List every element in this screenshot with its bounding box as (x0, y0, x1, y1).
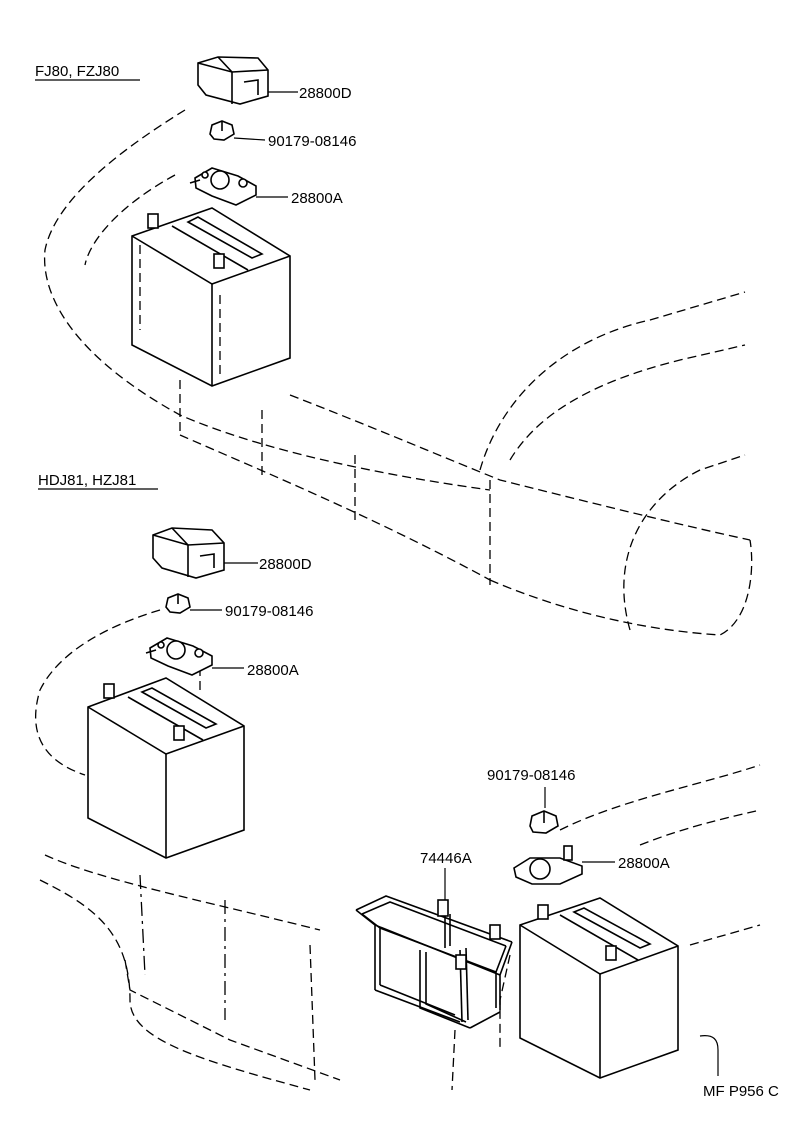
part-label-carrier-sub: 74446A (420, 850, 472, 867)
hex-nut-icon (529, 810, 559, 834)
part-label-terminal-mid: 28800A (247, 662, 299, 679)
battery-icon-sub (519, 897, 679, 1079)
battery-terminal-icon (145, 637, 213, 676)
battery-terminal-icon (513, 845, 583, 885)
part-label-terminal-sub: 28800A (618, 855, 670, 872)
section-title-hdj81: HDJ81, HZJ81 (38, 472, 136, 489)
part-label-nut-top: 90179-08146 (268, 133, 356, 150)
section-title-fj80: FJ80, FZJ80 (35, 63, 119, 80)
figure-code: MF P956 C (703, 1083, 779, 1100)
battery-carrier-icon (355, 895, 513, 1029)
part-label-nut-mid: 90179-08146 (225, 603, 313, 620)
terminal-cover-icon (152, 527, 225, 579)
terminal-cover-icon (197, 56, 269, 105)
hex-nut-icon (165, 593, 191, 614)
vehicle-body-outline-top (43, 109, 753, 636)
hex-nut-icon (209, 120, 235, 141)
battery-icon-top (131, 207, 291, 387)
battery-terminal-icon (189, 167, 257, 206)
part-label-nut-sub: 90179-08146 (487, 767, 575, 784)
battery-icon-mid (87, 677, 245, 859)
vehicle-body-outline-mid (34, 609, 761, 1091)
part-label-terminal-top: 28800A (291, 190, 343, 207)
part-label-cover-top: 28800D (299, 85, 352, 102)
part-label-cover-mid: 28800D (259, 556, 312, 573)
